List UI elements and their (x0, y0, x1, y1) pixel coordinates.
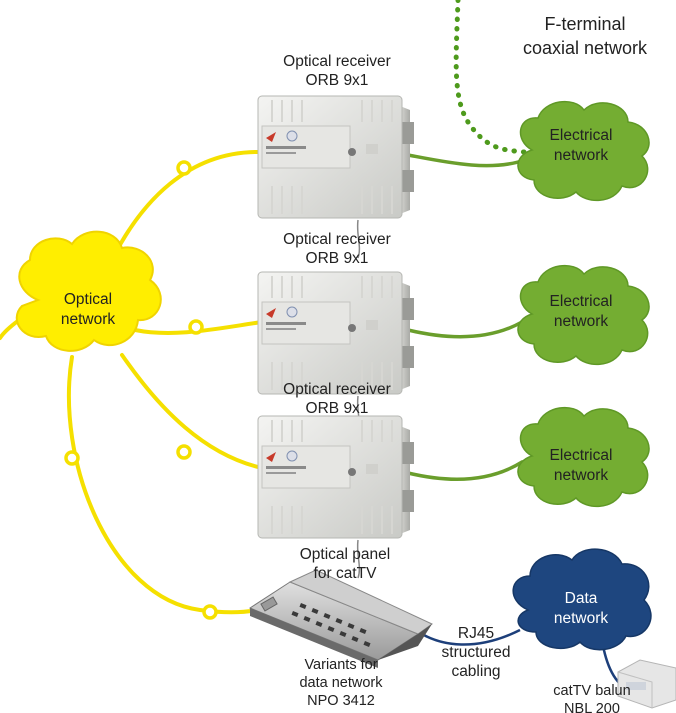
optical-receiver-device-3 (257, 415, 414, 579)
electrical-network-1-label: Electrical network (528, 126, 634, 166)
data-network-cloud (512, 548, 652, 651)
coaxial-dotted-line (453, 0, 527, 155)
fiber-loops (64, 160, 218, 620)
cabling-line1: RJ45 (457, 625, 495, 642)
optical-network-cloud (15, 230, 162, 352)
optical-fibers (0, 149, 268, 615)
receiver-1-label-line2: ORB 9x1 (305, 72, 369, 89)
optical-receiver-device-1 (257, 95, 414, 259)
receiver-3-label-line1: Optical receiver (283, 381, 391, 398)
receiver-1-label: Optical receiver ORB 9x1 (252, 52, 422, 90)
receiver-2-label-line1: Optical receiver (283, 231, 391, 248)
coaxial-label-line2: coaxial network (522, 38, 648, 58)
balun-line1: catTV balun (553, 683, 631, 699)
electrical-1-line2: network (553, 147, 609, 164)
fiber-to-panel (66, 355, 268, 615)
panel-label-line1: Optical panel (299, 546, 391, 563)
optical-network-label: Optical network (32, 290, 144, 330)
optical-network-line2: network (60, 311, 116, 328)
optical-panel-device (248, 569, 433, 668)
receiver-3-label: Optical receiver ORB 9x1 (252, 380, 422, 418)
receiver-2-label-line2: ORB 9x1 (305, 250, 369, 267)
variants-line1: Variants for (304, 657, 378, 673)
electrical-clouds (517, 100, 650, 507)
electrical-1-line1: Electrical (549, 127, 613, 144)
optical-panel-label: Optical panel for catTV (270, 545, 420, 583)
cattv-balun-device (617, 659, 676, 709)
optical-receiver-device-2 (257, 271, 414, 435)
receiver-3-label-line2: ORB 9x1 (305, 400, 369, 417)
electrical-network-3-label: Electrical network (528, 446, 634, 486)
receiver-1-label-line1: Optical receiver (283, 53, 391, 70)
variants-label: Variants for data network NPO 3412 (278, 656, 404, 710)
cabling-line3: cabling (451, 663, 501, 680)
variants-line3: NPO 3412 (307, 693, 375, 709)
electrical-3-line1: Electrical (549, 447, 613, 464)
coaxial-network-label: F-terminal coaxial network (500, 12, 670, 60)
coaxial-label-line1: F-terminal (544, 14, 626, 34)
receiver-2-label: Optical receiver ORB 9x1 (252, 230, 422, 268)
data-network-line2: network (553, 610, 609, 627)
cabling-label: RJ45 structured cabling (428, 624, 524, 681)
panel-label-line2: for catTV (313, 565, 377, 582)
balun-label: catTV balun NBL 200 (532, 682, 652, 713)
balun-line2: NBL 200 (564, 701, 620, 713)
electrical-2-line1: Electrical (549, 293, 613, 310)
electrical-2-line2: network (553, 313, 609, 330)
electrical-network-2-label: Electrical network (528, 292, 634, 332)
electrical-3-line2: network (553, 467, 609, 484)
cabling-line2: structured (441, 644, 511, 661)
fiber-to-receiver-3 (120, 353, 264, 470)
data-network-label: Data network (528, 589, 634, 629)
variants-line2: data network (299, 675, 383, 691)
electrical-links (406, 153, 527, 481)
data-network-line1: Data (564, 590, 598, 607)
optical-network-line1: Optical (63, 291, 113, 308)
